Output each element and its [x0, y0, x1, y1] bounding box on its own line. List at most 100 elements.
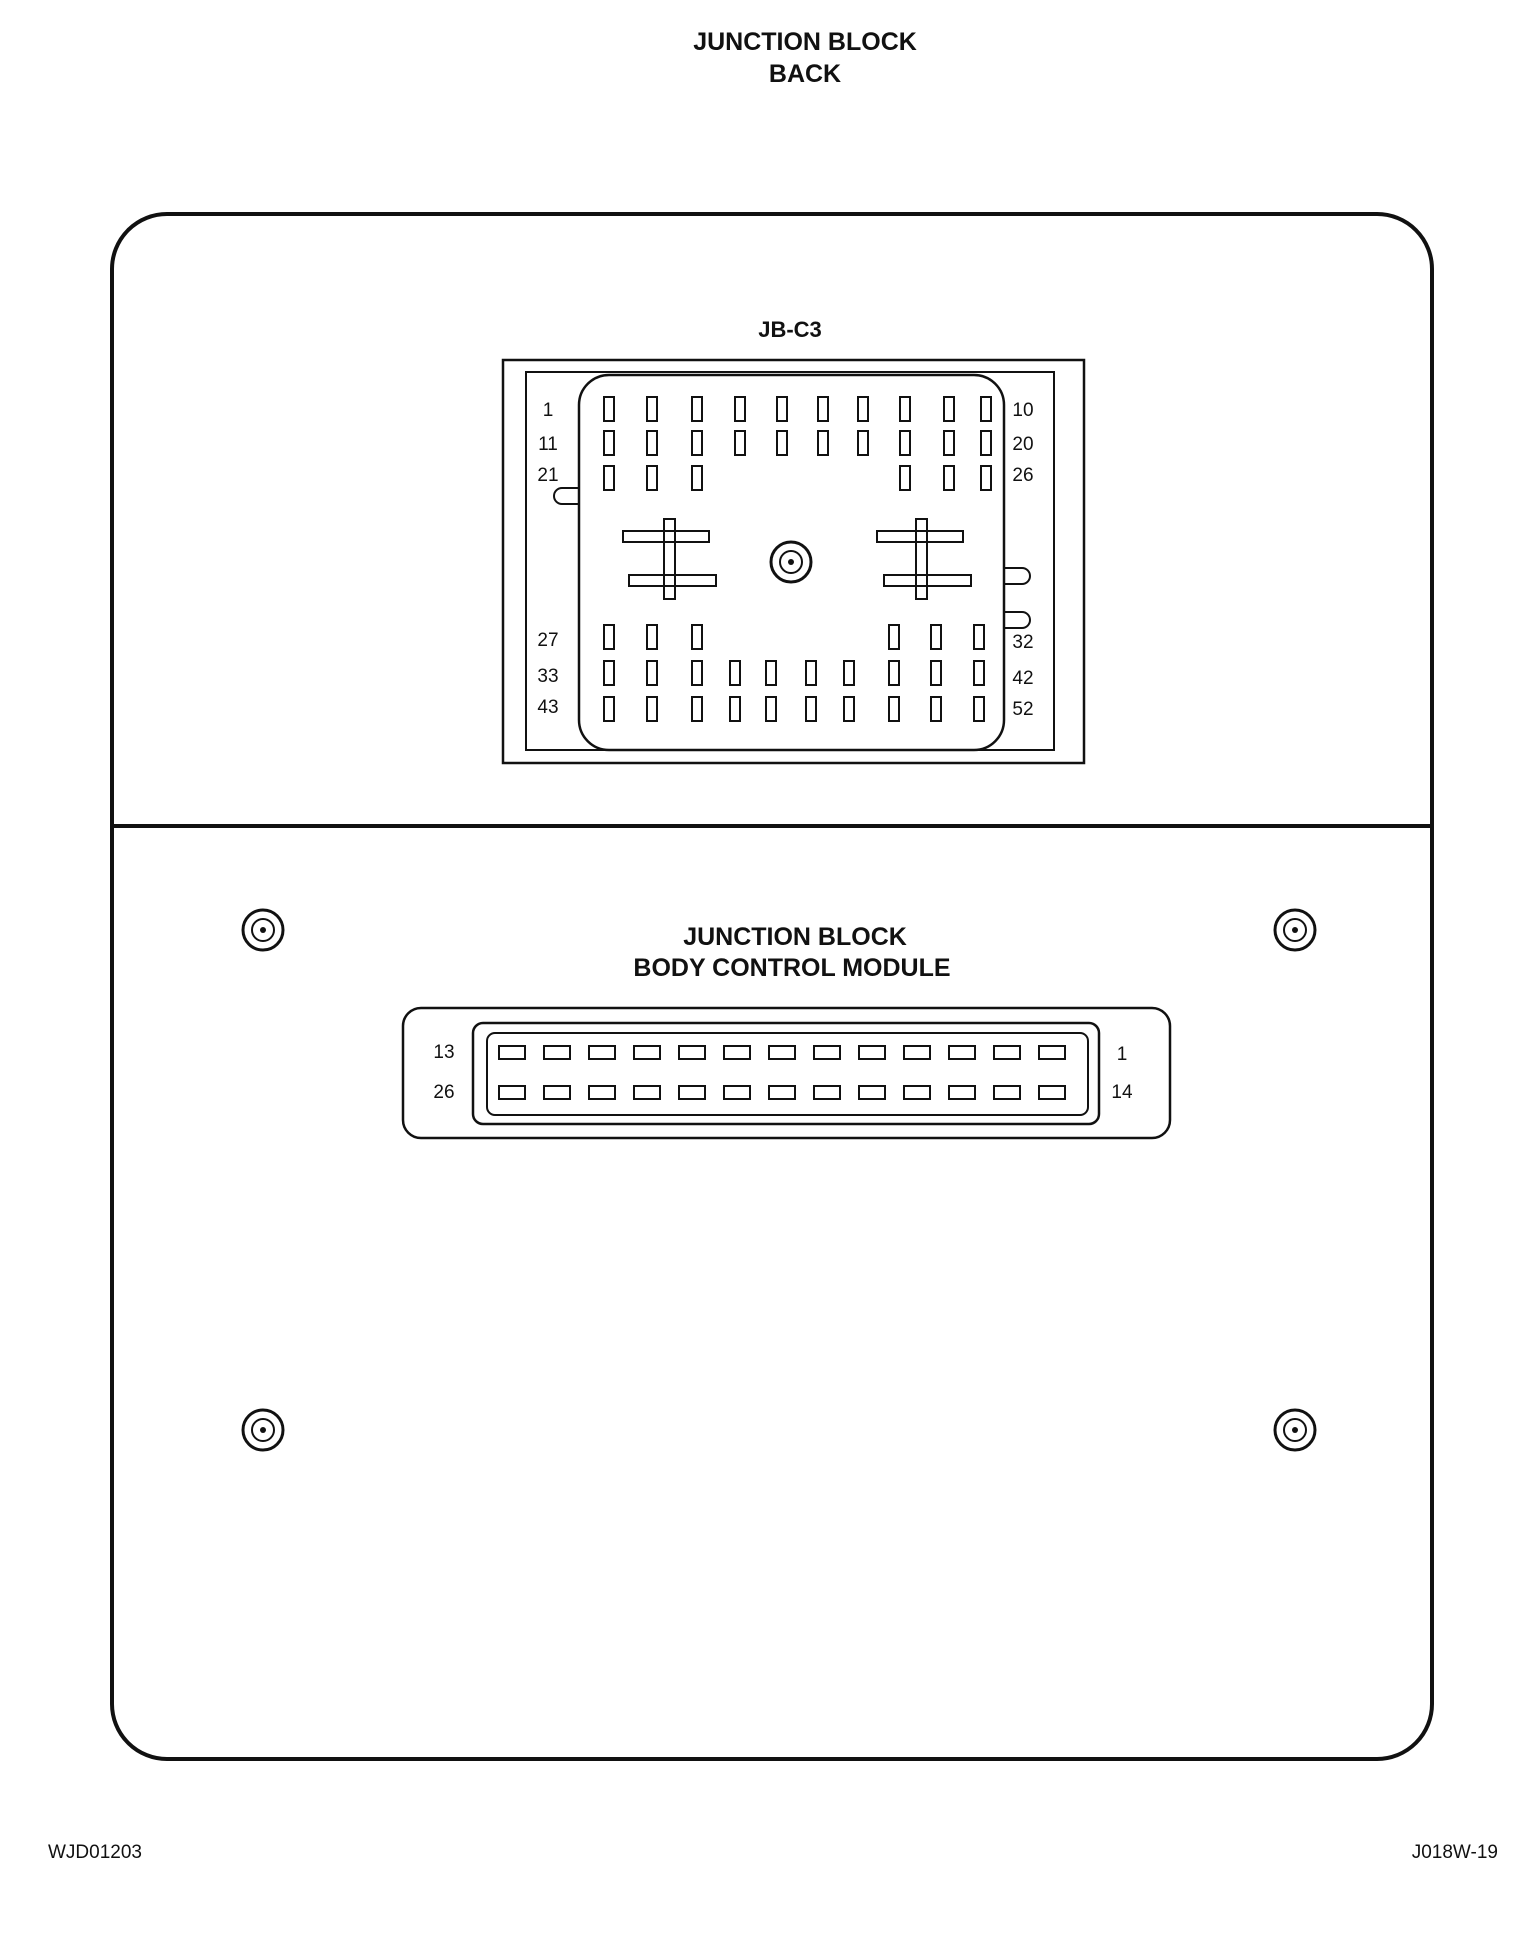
bcm-pin-cavity: [723, 1045, 751, 1060]
jb-c3-pin-cavity: [899, 430, 911, 456]
jb-c3-pin-cavity: [603, 465, 615, 491]
jb-c3-pin-cavity: [980, 465, 992, 491]
jb-c3-pin-cavity: [973, 624, 985, 650]
jb-c3-pin-label-52: 52: [1012, 699, 1033, 720]
jb-c3-pin-cavity: [691, 430, 703, 456]
jb-c3-pin-cavity: [734, 396, 746, 422]
jb-c3-pin-label-21: 21: [537, 465, 558, 486]
jb-c3-pin-label-1: 1: [543, 400, 554, 421]
jb-c3-right-key-lower: [1004, 611, 1031, 629]
jb-c3-body: [577, 373, 1006, 752]
jb-c3-pin-cavity: [943, 430, 955, 456]
jb-c3-pin-cavity: [765, 660, 777, 686]
jb-c3-pin-cavity: [734, 430, 746, 456]
jb-c3-pin-cavity: [888, 624, 900, 650]
bcm-connector-shell: [401, 1006, 1172, 1140]
bcm-pin-label-13: 13: [433, 1042, 454, 1063]
jb-c3-pin-cavity: [973, 660, 985, 686]
jb-c3-left-latch: [622, 518, 717, 600]
bcm-pin-cavity: [768, 1045, 796, 1060]
mounting-bolt-top-left: [241, 908, 285, 952]
bcm-pin-cavity: [813, 1045, 841, 1060]
jb-c3-pin-cavity: [646, 660, 658, 686]
jb-c3-outer-frame: [501, 358, 1086, 765]
jb-c3-pin-cavity: [973, 696, 985, 722]
jb-c3-pin-cavity: [646, 396, 658, 422]
bcm-pin-cavity: [543, 1045, 571, 1060]
bcm-pin-cavity: [543, 1085, 571, 1100]
bcm-connector: JUNCTION BLOCK BODY CONTROL MODULE 13 26…: [401, 923, 1172, 1140]
jb-c3-pin-cavity: [691, 624, 703, 650]
jb-c3-pin-label-20: 20: [1012, 434, 1033, 455]
bcm-pin-cavity: [588, 1045, 616, 1060]
bcm-pin-cavity: [1038, 1045, 1066, 1060]
jb-c3-pin-cavity: [646, 624, 658, 650]
jb-c3-pin-cavity: [729, 660, 741, 686]
bcm-pin-cavity: [858, 1045, 886, 1060]
jb-c3-pin-label-32: 32: [1012, 632, 1033, 653]
jb-c3-pin-cavity: [691, 696, 703, 722]
jb-c3-pin-cavity: [603, 624, 615, 650]
jb-c3-pin-cavity: [691, 465, 703, 491]
bcm-pin-cavity: [723, 1085, 751, 1100]
bcm-pin-cavity: [858, 1085, 886, 1100]
bcm-pin-cavity: [678, 1085, 706, 1100]
bcm-pin-cavity: [768, 1085, 796, 1100]
bcm-pin-cavity: [498, 1085, 526, 1100]
jb-c3-pin-cavity: [817, 396, 829, 422]
jb-c3-center-bolt: [769, 540, 813, 584]
header-title: JUNCTION BLOCK: [693, 28, 917, 56]
jb-c3-pin-label-11: 11: [538, 434, 558, 455]
figure-code-right: J018W-19: [1412, 1842, 1498, 1863]
mounting-bolt-top-right: [1273, 908, 1317, 952]
jb-c3-pin-cavity: [646, 430, 658, 456]
jb-c3-pin-cavity: [776, 396, 788, 422]
jb-c3-pin-cavity: [603, 696, 615, 722]
bcm-connector-inner-body: [486, 1032, 1089, 1116]
bcm-pin-cavity: [1038, 1085, 1066, 1100]
jb-c3-pin-cavity: [980, 396, 992, 422]
bcm-pin-cavity: [993, 1085, 1021, 1100]
jb-c3-pin-cavity: [899, 465, 911, 491]
jb-c3-pin-cavity: [930, 660, 942, 686]
mounting-bolt-bottom-left: [241, 1408, 285, 1452]
jb-c3-pin-cavity: [843, 696, 855, 722]
jb-c3-pin-cavity: [980, 430, 992, 456]
jb-c3-pin-label-33: 33: [537, 666, 558, 687]
mounting-bolt-bottom-right: [1273, 1408, 1317, 1452]
jb-c3-right-key-upper: [1004, 567, 1031, 585]
bcm-title-line2: BODY CONTROL MODULE: [633, 954, 950, 982]
jb-c3-pin-label-10: 10: [1012, 400, 1033, 421]
bcm-pin-label-26: 26: [433, 1082, 454, 1103]
junction-block-panel: [110, 212, 1434, 1761]
jb-c3-pin-cavities: [603, 396, 992, 722]
bcm-pin-cavity: [588, 1085, 616, 1100]
jb-c3-pin-cavity: [888, 696, 900, 722]
jb-c3-pin-cavity: [691, 396, 703, 422]
bcm-connector-outer-body: [471, 1021, 1101, 1126]
jb-c3-pin-cavity: [646, 465, 658, 491]
bcm-pin-cavity: [633, 1045, 661, 1060]
bcm-title-line1: JUNCTION BLOCK: [683, 923, 907, 951]
bcm-pin-cavity: [903, 1085, 931, 1100]
jb-c3-label: JB-C3: [758, 317, 822, 342]
jb-c3-pin-cavity: [805, 660, 817, 686]
jb-c3-pin-cavity: [888, 660, 900, 686]
bcm-pin-cavities: [498, 1045, 1066, 1100]
jb-c3-pin-cavity: [857, 430, 869, 456]
bcm-pin-cavity: [498, 1045, 526, 1060]
jb-c3-left-key: [553, 487, 579, 505]
jb-c3-pin-cavity: [943, 465, 955, 491]
jb-c3-pin-cavity: [899, 396, 911, 422]
bcm-pin-cavity: [678, 1045, 706, 1060]
jb-c3-pin-cavity: [603, 430, 615, 456]
header-subtitle: BACK: [769, 60, 841, 88]
jb-c3-pin-label-43: 43: [537, 697, 558, 718]
bcm-pin-label-1: 1: [1117, 1044, 1128, 1065]
jb-c3-pin-cavity: [930, 696, 942, 722]
jb-c3-pin-cavity: [765, 696, 777, 722]
bcm-pin-cavity: [813, 1085, 841, 1100]
jb-c3-pin-label-27: 27: [537, 630, 558, 651]
jb-c3-pin-cavity: [805, 696, 817, 722]
jb-c3-pin-label-26: 26: [1012, 465, 1033, 486]
